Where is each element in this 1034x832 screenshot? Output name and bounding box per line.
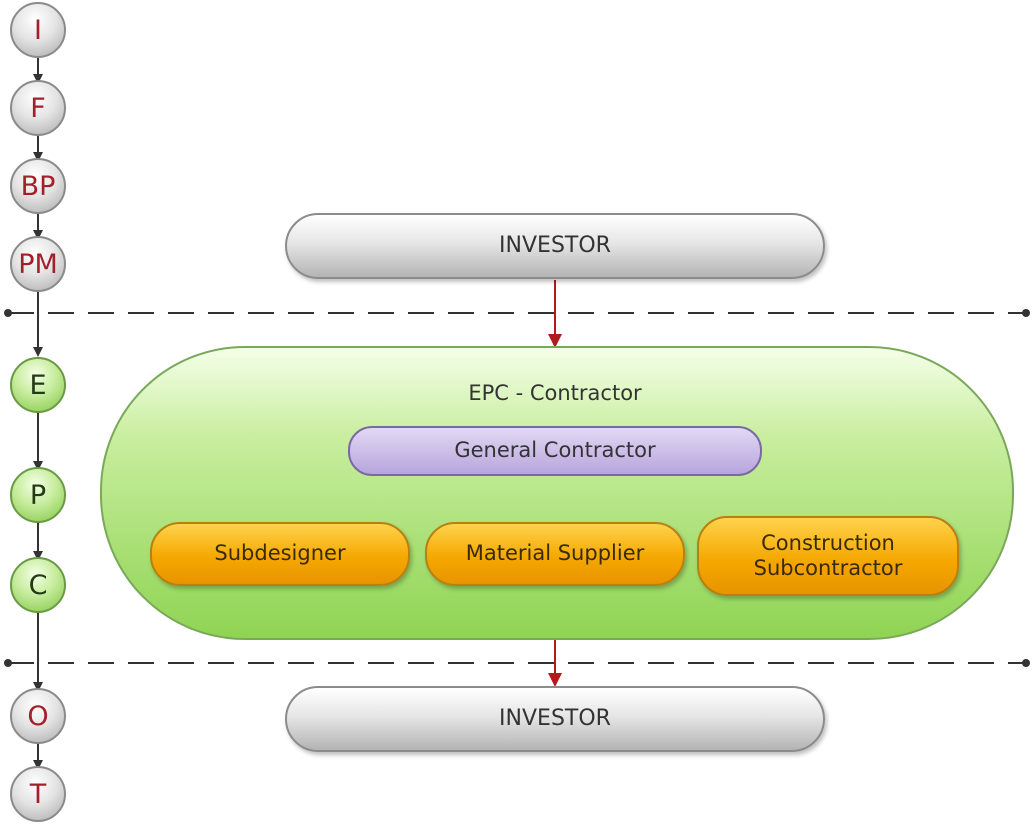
stage-circle-f: F	[10, 80, 66, 136]
stage-circle-c: C	[10, 557, 66, 613]
stage-label: BP	[20, 170, 56, 202]
stage-circle-o: O	[10, 688, 66, 744]
investor-top-box: INVESTOR	[285, 213, 825, 279]
stage-circle-e: E	[10, 357, 66, 413]
dashed-boundary-top	[4, 309, 1030, 317]
dashed-boundary-bottom	[4, 659, 1030, 667]
stage-label: T	[29, 778, 47, 810]
material-supplier-label: Material Supplier	[465, 541, 645, 566]
general-contractor-box: General Contractor	[348, 426, 762, 476]
stage-circle-t: T	[10, 766, 66, 822]
stage-label: F	[30, 92, 46, 124]
stage-circle-p: P	[10, 467, 66, 523]
investor-bottom-label: INVESTOR	[499, 705, 611, 731]
general-contractor-label: General Contractor	[454, 438, 656, 463]
stage-circle-i: I	[10, 2, 66, 58]
stage-label: E	[29, 369, 47, 401]
epc-contractor-title: EPC - Contractor	[468, 381, 642, 405]
subdesigner-label: Subdesigner	[214, 541, 346, 566]
stage-label: P	[29, 479, 47, 511]
stage-label: C	[28, 569, 48, 601]
stage-circle-pm: PM	[10, 236, 66, 292]
stage-label: O	[27, 700, 49, 732]
stage-label: PM	[18, 248, 58, 280]
material-supplier-box: Material Supplier	[425, 522, 685, 586]
construction-subcontractor-label: Construction Subcontractor	[753, 530, 903, 580]
subdesigner-box: Subdesigner	[150, 522, 410, 586]
investor-top-label: INVESTOR	[499, 232, 611, 258]
construction-subcontractor-box: Construction Subcontractor	[697, 516, 959, 596]
stage-circle-bp: BP	[10, 158, 66, 214]
stage-label: I	[34, 14, 42, 46]
investor-bottom-box: INVESTOR	[285, 686, 825, 752]
